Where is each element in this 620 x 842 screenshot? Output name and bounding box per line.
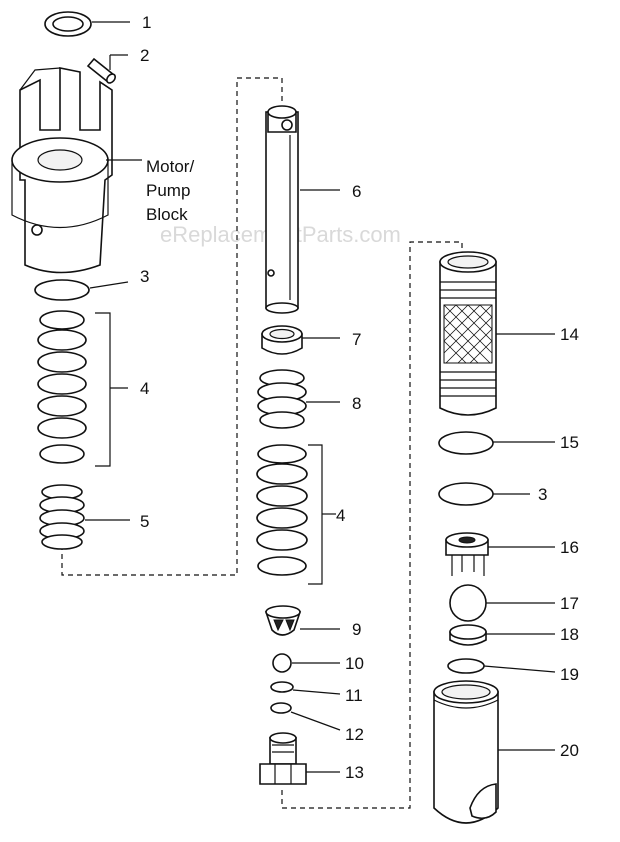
callout-6: 6 [352, 182, 361, 201]
callout-4: 4 [140, 379, 149, 398]
part-4-packing-stack-center [256, 444, 308, 576]
part-18-seat [449, 624, 487, 646]
part-4-packing-stack-left [37, 310, 87, 464]
part-5-spring [39, 484, 85, 550]
callout-11: 11 [345, 686, 363, 705]
part-11-seat [270, 681, 294, 693]
part-motor-pump-block [11, 67, 113, 274]
part-3-o-ring-right [438, 482, 494, 506]
motor-label-line-3: Block [146, 205, 188, 224]
callout-8: 8 [352, 394, 361, 413]
callout-labels: 1 2 3 4 5 6 7 8 4 9 10 11 12 13 14 15 3 … [140, 13, 579, 782]
callout-19: 19 [560, 665, 579, 684]
callout-13: 13 [345, 763, 364, 782]
callout-5: 5 [140, 512, 149, 531]
callout-20: 20 [560, 741, 579, 760]
leader-lines [85, 21, 556, 773]
part-20-foot-valve-housing [433, 680, 499, 824]
callout-3b: 3 [538, 485, 547, 504]
callout-15: 15 [560, 433, 579, 452]
part-14-cylinder-sleeve [439, 251, 497, 416]
part-3-o-ring-left [34, 279, 90, 301]
callout-7: 7 [352, 330, 361, 349]
part-2-pin [86, 57, 116, 84]
part-19-washer [447, 658, 485, 674]
part-9-valve-cage [264, 605, 302, 636]
callout-14: 14 [560, 325, 579, 344]
part-13-fitting [259, 732, 307, 785]
part-6-piston-rod [265, 105, 299, 314]
callout-2: 2 [140, 46, 149, 65]
callout-12: 12 [345, 725, 364, 744]
part-7-collar [261, 325, 303, 355]
callout-10: 10 [345, 654, 364, 673]
callout-16: 16 [560, 538, 579, 557]
callout-9: 9 [352, 620, 361, 639]
callout-17: 17 [560, 594, 579, 613]
motor-label-line-1: Motor/ [146, 157, 194, 176]
part-1-seal-ring [44, 11, 92, 37]
callout-3: 3 [140, 267, 149, 286]
part-12-washer [270, 702, 292, 714]
callout-18: 18 [560, 625, 579, 644]
part-15-o-ring [438, 431, 494, 455]
callout-1: 1 [142, 13, 151, 32]
motor-label-line-2: Pump [146, 181, 190, 200]
assembly-guide-lines [61, 77, 463, 809]
part-16-ball-guide [445, 532, 489, 576]
part-8-spring [257, 369, 307, 429]
part-10-ball [272, 653, 292, 673]
part-17-ball [449, 584, 487, 622]
callout-4b: 4 [336, 506, 345, 525]
